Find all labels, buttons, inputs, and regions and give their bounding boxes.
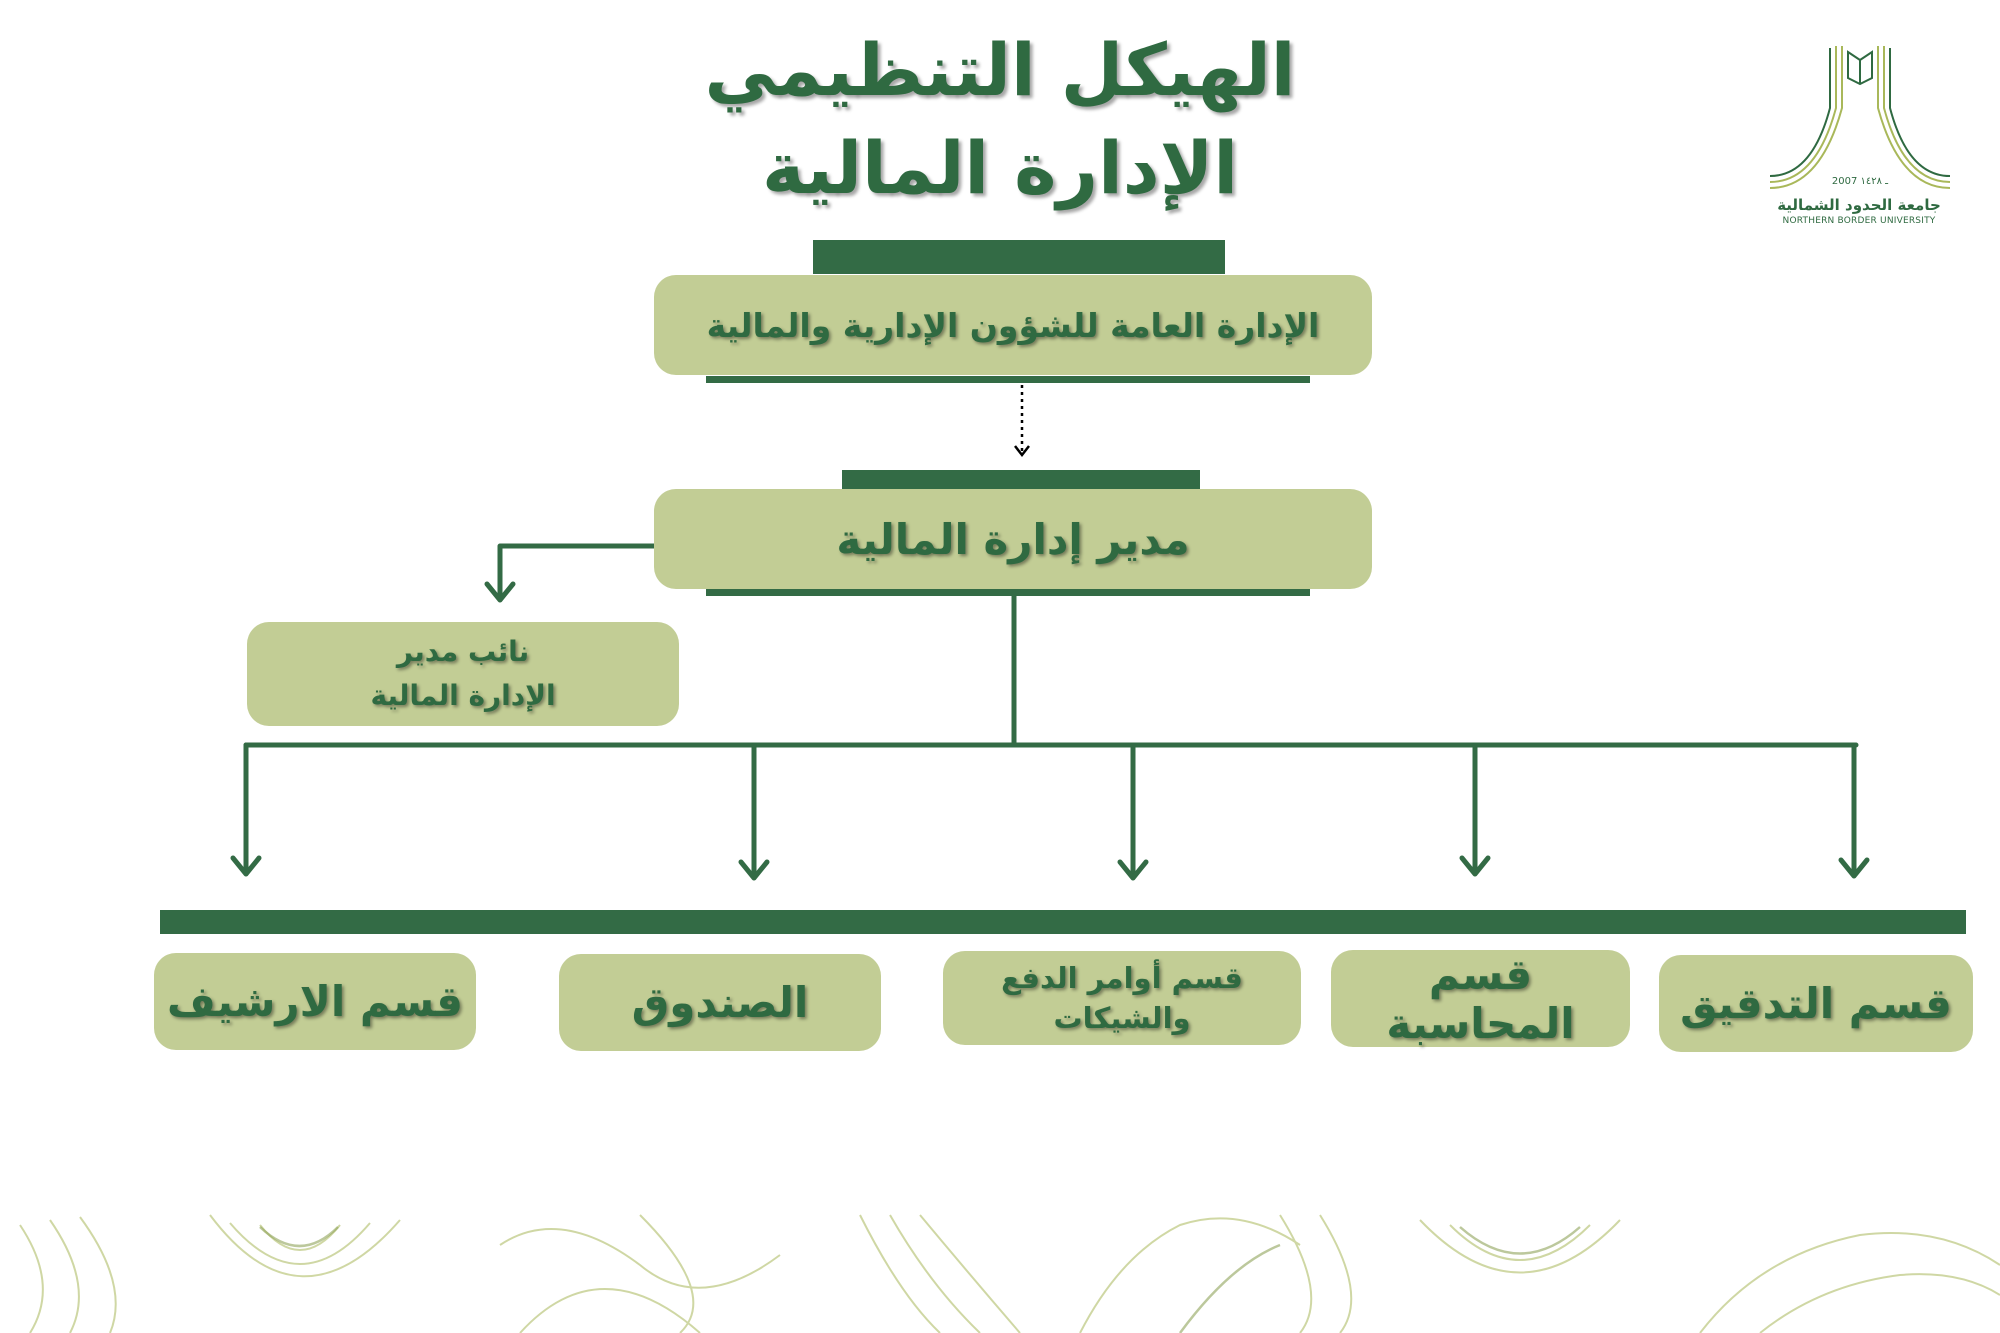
deputy-label: نائب مدير الإدارة المالية — [370, 635, 556, 712]
deputy-arrowhead — [484, 581, 516, 603]
general-admin-box: الإدارة العامة للشؤون الإدارية والمالية — [654, 275, 1372, 375]
manager-bottom-bar — [706, 589, 1310, 596]
page-subtitle: الإدارة المالية — [761, 126, 1239, 210]
arrowhead-payment — [1117, 859, 1149, 881]
university-logo — [1769, 46, 1951, 189]
arrowhead-accounting — [1459, 855, 1491, 877]
department-box-payment-orders: قسم أوامر الدفع والشيكات — [943, 951, 1301, 1045]
department-box-archive: قسم الارشيف — [154, 953, 476, 1050]
arrowhead-audit — [1838, 857, 1870, 879]
logo-name-english: NORTHERN BORDER UNIVERSITY — [1782, 216, 1936, 226]
departments-bar — [160, 910, 1966, 934]
manager-top-bar — [842, 470, 1200, 489]
finance-manager-box: مدير إدارة المالية — [654, 489, 1372, 589]
dotted-arrowhead — [1014, 445, 1030, 458]
deputy-box: نائب مدير الإدارة المالية — [247, 622, 679, 726]
department-label-archive: قسم الارشيف — [166, 977, 464, 1026]
general-admin-bottom-bar — [706, 376, 1310, 383]
deputy-connector — [497, 543, 658, 601]
department-label-accounting: قسم المحاسبة — [1386, 949, 1575, 1048]
decorative-contour-pattern — [19, 1214, 2000, 1333]
general-admin-label: الإدارة العامة للشؤون الإدارية والمالية — [706, 305, 1320, 345]
general-admin-top-bar — [813, 240, 1225, 274]
finance-manager-label: مدير إدارة المالية — [836, 514, 1190, 564]
logo-year: 2007 ـ ١٤٢٨ — [1831, 176, 1889, 187]
department-box-accounting: قسم المحاسبة — [1331, 949, 1630, 1048]
logo-name-arabic: جامعة الحدود الشمالية — [1777, 196, 1941, 214]
department-box-cash: الصندوق — [559, 954, 881, 1051]
page-title: الهيكل التنظيمي — [704, 28, 1296, 112]
department-label-audit: قسم التدقيق — [1680, 979, 1952, 1028]
arrowhead-archive — [230, 855, 262, 877]
arrowhead-cash — [738, 859, 770, 881]
department-label-cash: الصندوق — [631, 978, 809, 1027]
department-box-audit: قسم التدقيق — [1659, 955, 1973, 1052]
department-label-payment-orders: قسم أوامر الدفع والشيكات — [1001, 961, 1243, 1035]
